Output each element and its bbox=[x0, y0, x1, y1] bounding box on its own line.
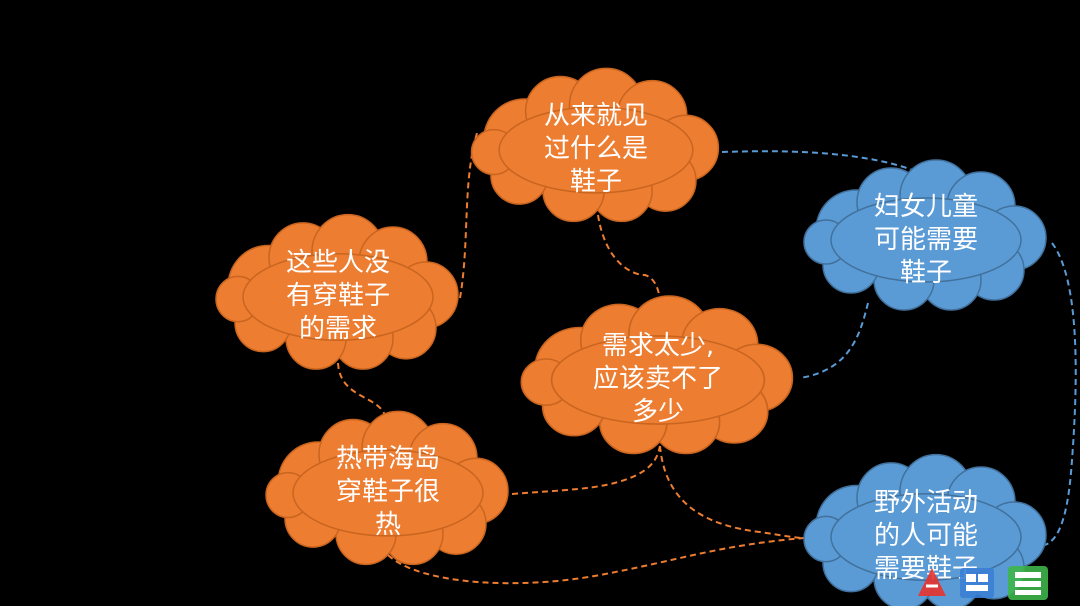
connector-right-center bbox=[799, 302, 869, 379]
connector-center-bottomright bbox=[659, 445, 805, 539]
cloud-center-line-2: 应该卖不了 bbox=[592, 364, 723, 394]
cloud-bottom-right-line-1: 野外活动 bbox=[873, 488, 978, 518]
cloud-right-line-3: 鞋子 bbox=[899, 258, 952, 288]
site-logo-icon bbox=[918, 566, 1048, 600]
cloud-right-line-1: 妇女儿童 bbox=[873, 192, 978, 222]
cloud-bottom-right-text: 野外活动 的人可能 需要鞋子 bbox=[841, 487, 1011, 586]
connector-top-right bbox=[721, 150, 926, 176]
cloud-left-line-2: 有穿鞋子 bbox=[285, 281, 390, 311]
cloud-bottom-left-line-2: 穿鞋子很 bbox=[335, 477, 440, 507]
cloud-center-line-3: 多少 bbox=[631, 397, 684, 427]
cloud-left-line-1: 这些人没 bbox=[285, 248, 390, 278]
cloud-right-text: 妇女儿童 可能需要 鞋子 bbox=[846, 191, 1006, 290]
cloud-bottom-left-line-1: 热带海岛 bbox=[335, 444, 440, 474]
cloud-left-line-3: 的需求 bbox=[298, 314, 377, 344]
cloud-top-line-3: 鞋子 bbox=[569, 167, 622, 197]
connector-bottomleft-bottomright bbox=[387, 537, 805, 585]
cloud-bottom-left-line-3: 热 bbox=[374, 510, 401, 540]
cloud-bottom-right-line-2: 的人可能 bbox=[873, 521, 978, 551]
cloud-left-text: 这些人没 有穿鞋子 的需求 bbox=[258, 247, 418, 346]
logo-mark-green bbox=[1008, 566, 1048, 600]
logo-mark-blue bbox=[960, 568, 994, 598]
connector-bottomleft-center bbox=[511, 445, 661, 495]
cloud-center-line-1: 需求太少, bbox=[601, 331, 715, 361]
cloud-top-line-2: 过什么是 bbox=[543, 134, 648, 164]
cloud-top-line-1: 从来就见 bbox=[543, 101, 648, 131]
cloud-bottom-left-text: 热带海岛 穿鞋子很 热 bbox=[308, 443, 468, 542]
cloud-right-line-2: 可能需要 bbox=[873, 225, 978, 255]
cloud-top-text: 从来就见 过什么是 鞋子 bbox=[526, 100, 666, 199]
logo-mark-red bbox=[918, 568, 946, 596]
cloud-center-text: 需求太少, 应该卖不了 多少 bbox=[568, 330, 748, 429]
connector-right-bottomright bbox=[1044, 242, 1077, 546]
